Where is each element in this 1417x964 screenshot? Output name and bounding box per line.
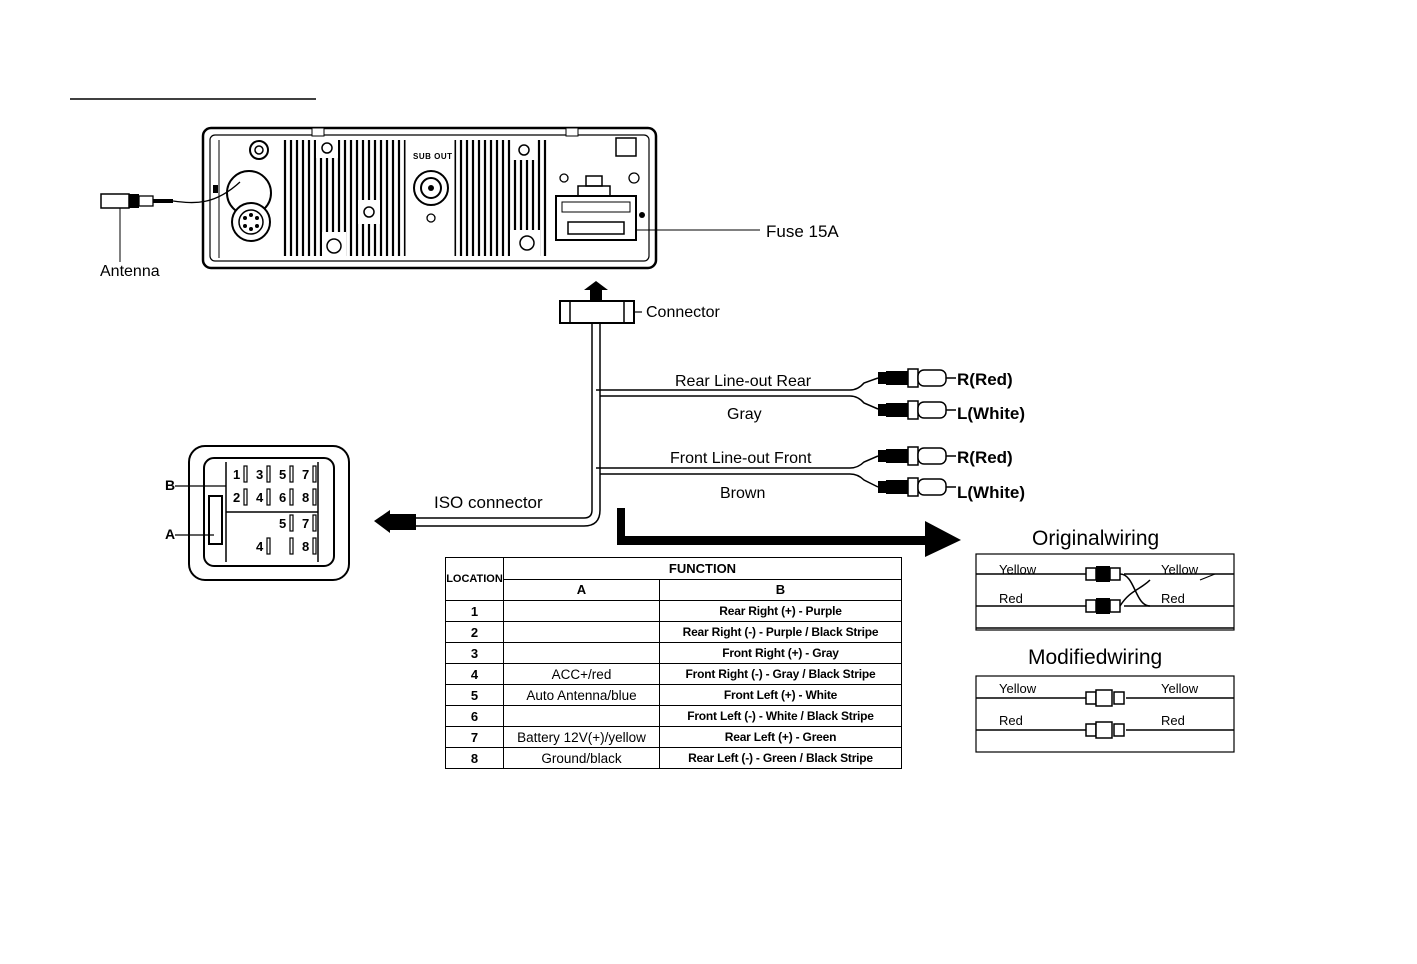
a-cell (503, 705, 660, 727)
table-row: 4 ACC+/red Front Right (-) - Gray / Blac… (445, 663, 902, 685)
connector (559, 281, 642, 324)
fuse-label: Fuse 15A (766, 222, 839, 241)
location-cell: 2 (445, 621, 504, 643)
rear-line-out-label: Rear Line-out Rear (675, 373, 812, 390)
front-line-out-label: Front Line-out Front (670, 450, 812, 467)
function-table: LOCATION FUNCTION A B 1 Rear Right (+) -… (445, 557, 902, 769)
pin-b6: 6 (279, 490, 286, 505)
table-row: 7 Battery 12V(+)/yellow Rear Left (+) - … (445, 726, 902, 748)
a-cell: Ground/black (503, 747, 660, 769)
iso-pin-numbers: 1 3 5 7 2 4 6 8 5 7 4 8 (233, 467, 309, 554)
a-cell (503, 621, 660, 643)
l-white-rear-label: L(White) (957, 404, 1025, 423)
col-b-header: B (659, 578, 902, 601)
l-white-front-label: L(White) (957, 483, 1025, 502)
orig-yellow-right: Yellow (1161, 562, 1199, 577)
iso-block (175, 445, 350, 581)
iso-arrow (374, 510, 416, 533)
sub-out-label: SUB OUT (412, 152, 454, 161)
location-cell: 8 (445, 747, 504, 769)
location-cell: 4 (445, 663, 504, 685)
b-cell: Rear Left (-) - Green / Black Stripe (659, 747, 902, 769)
original-wiring-title: Originalwiring (1032, 527, 1159, 550)
modified-wiring-title: Modifiedwiring (1028, 646, 1162, 669)
location-cell: 5 (445, 684, 504, 706)
b-cell: Front Right (+) - Gray (659, 642, 902, 664)
pin-b2: 2 (233, 490, 240, 505)
location-cell: 7 (445, 726, 504, 748)
pin-a4: 4 (256, 539, 264, 554)
brown-label: Brown (720, 485, 765, 502)
pin-b8: 8 (302, 490, 309, 505)
rca-plug-front-l (878, 477, 956, 497)
antenna-label: Antenna (100, 263, 160, 280)
b-cell: Rear Right (-) - Purple / Black Stripe (659, 621, 902, 643)
mod-red-right: Red (1161, 713, 1185, 728)
table-row: 8 Ground/black Rear Left (-) - Green / B… (445, 747, 902, 769)
pin-a8: 8 (302, 539, 309, 554)
pin-b5: 5 (279, 467, 286, 482)
table-row: 5 Auto Antenna/blue Front Left (+) - Whi… (445, 684, 902, 706)
table-row: 3 Front Right (+) - Gray (445, 642, 902, 664)
modified-wiring-panel: Modifiedwiring (975, 646, 1235, 753)
iso-connector-label: ISO connector (434, 493, 543, 512)
orig-red-right: Red (1161, 591, 1185, 606)
harness-cable (416, 323, 879, 527)
connector-label: Connector (646, 304, 720, 321)
b-cell: Front Left (-) - White / Black Stripe (659, 705, 902, 727)
pin-b7: 7 (302, 467, 309, 482)
iso-label-b: B (165, 477, 175, 493)
a-cell: ACC+/red (503, 663, 660, 685)
a-cell (503, 600, 660, 622)
location-cell: 3 (445, 642, 504, 664)
big-arrow (617, 508, 961, 557)
b-cell: Rear Right (+) - Purple (659, 600, 902, 622)
b-cell: Rear Left (+) - Green (659, 726, 902, 748)
a-cell: Auto Antenna/blue (503, 684, 660, 706)
mod-red-left: Red (999, 713, 1023, 728)
a-cell: Battery 12V(+)/yellow (503, 726, 660, 748)
col-a-header: A (503, 578, 660, 601)
table-row: 6 Front Left (-) - White / Black Stripe (445, 705, 902, 727)
orig-red-left: Red (999, 591, 1023, 606)
pin-a7: 7 (302, 516, 309, 531)
original-wiring-panel: Originalwiring (975, 527, 1235, 631)
iso-label-a: A (165, 526, 175, 542)
table-row: 2 Rear Right (-) - Purple / Black Stripe (445, 621, 902, 643)
b-cell: Front Left (+) - White (659, 684, 902, 706)
pin-a5: 5 (279, 516, 286, 531)
a-cell (503, 642, 660, 664)
pin-b3: 3 (256, 467, 263, 482)
r-red-front-label: R(Red) (957, 448, 1013, 467)
gray-label: Gray (727, 406, 762, 423)
orig-yellow-left: Yellow (999, 562, 1037, 577)
pin-b1: 1 (233, 467, 240, 482)
radio-back-panel (201, 126, 658, 270)
rca-plug-rear-r (878, 368, 956, 388)
r-red-rear-label: R(Red) (957, 370, 1013, 389)
mod-yellow-left: Yellow (999, 681, 1037, 696)
location-cell: 1 (445, 600, 504, 622)
table-row: 1 Rear Right (+) - Purple (445, 600, 902, 622)
location-cell: 6 (445, 705, 504, 727)
rca-plug-rear-l (878, 400, 956, 420)
pin-b4: 4 (256, 490, 264, 505)
location-header: LOCATION (445, 557, 504, 601)
antenna-plug (100, 181, 241, 262)
mod-yellow-right: Yellow (1161, 681, 1199, 696)
function-header: FUNCTION (503, 557, 902, 580)
rca-plug-front-r (878, 446, 956, 466)
b-cell: Front Right (-) - Gray / Black Stripe (659, 663, 902, 685)
